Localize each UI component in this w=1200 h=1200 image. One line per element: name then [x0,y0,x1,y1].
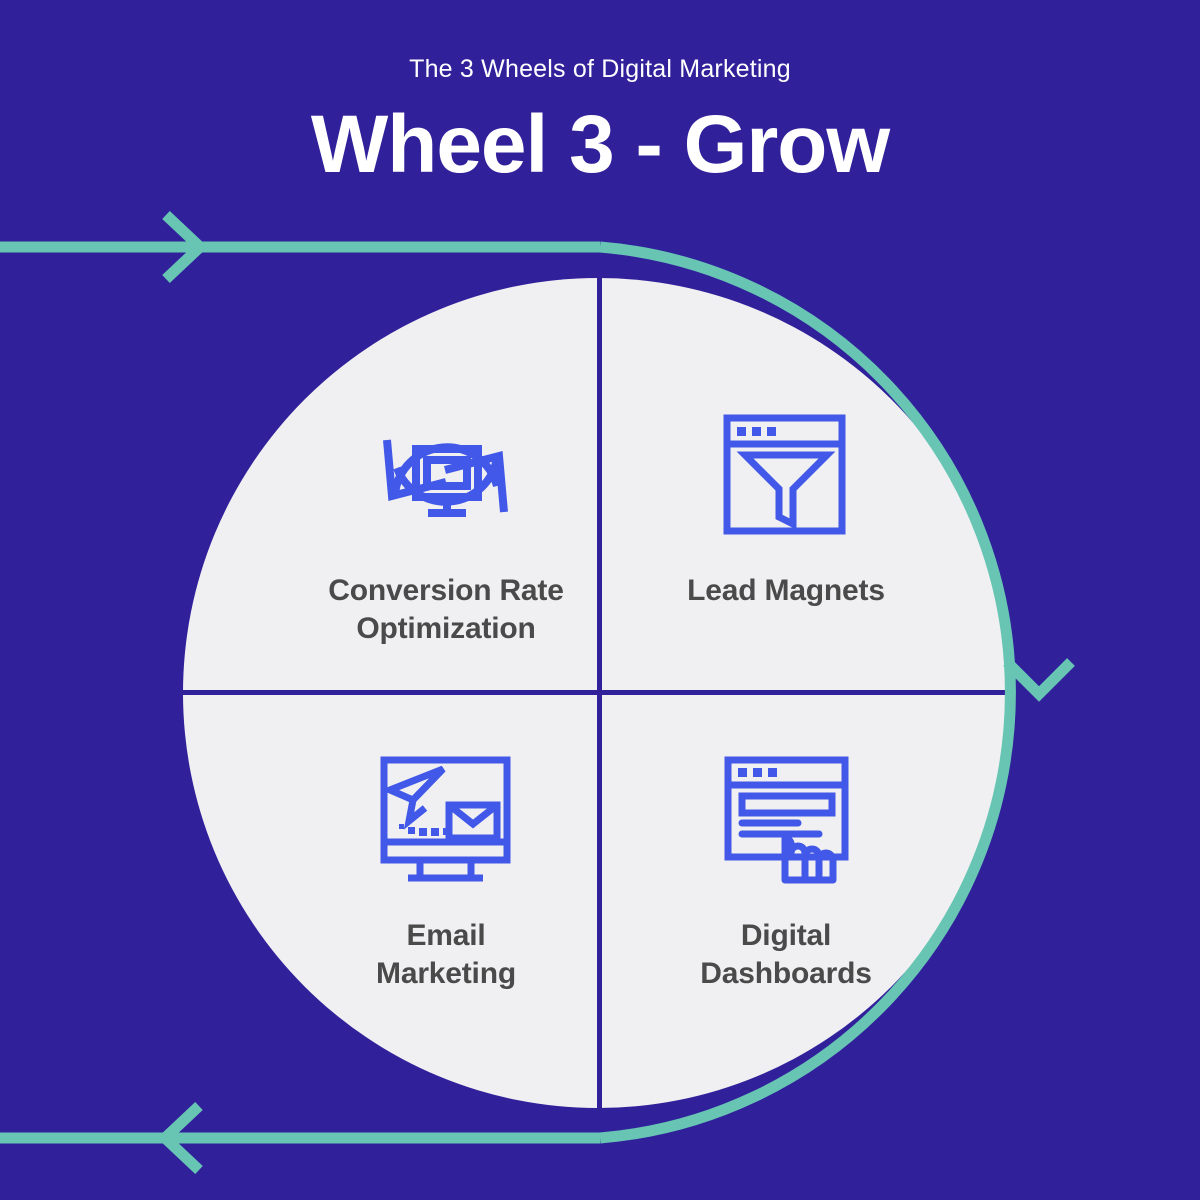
flow-arrow-top [162,210,209,284]
email-marketing-icon [369,745,524,895]
digital-dashboards-icon [709,745,864,895]
series-eyebrow: The 3 Wheels of Digital Marketing [409,55,791,83]
quadrant-label: Digital Dashboards [700,919,872,991]
quadrant-label: Conversion Rate Optimization [328,574,564,646]
conversion-rate-optimization-icon [369,400,524,550]
flow-arrow-bottom [156,1101,203,1175]
quadrant-conversion-rate-optimization[interactable]: Conversion Rate Optimization [267,400,625,649]
flow-arrow-right [1003,658,1075,702]
quadrant-label: Lead Magnets [687,574,885,607]
lead-magnets-funnel-icon [709,400,864,550]
quadrant-email-marketing[interactable]: Email Marketing [267,745,625,994]
header-block: The 3 Wheels of Digital Marketing Wheel … [0,0,1200,188]
quadrant-lead-magnets[interactable]: Lead Magnets [607,400,965,610]
wheel-divider-horizontal [183,690,1013,695]
quadrant-label: Email Marketing [376,919,516,991]
page-title: Wheel 3 - Grow [310,98,890,190]
quadrant-digital-dashboards[interactable]: Digital Dashboards [607,745,965,994]
